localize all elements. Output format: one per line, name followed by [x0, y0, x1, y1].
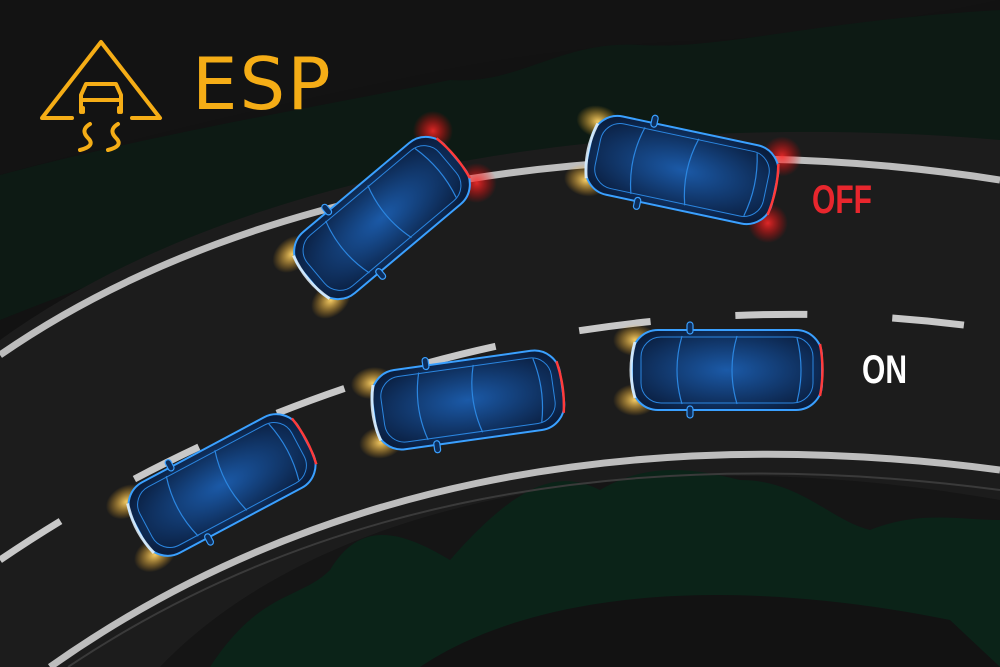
esp-title: ESP — [192, 42, 333, 126]
esp-warning-icon — [40, 40, 162, 152]
car-esp-on-3 — [611, 320, 824, 420]
esp-off-label: OFF — [812, 178, 872, 222]
esp-on-label: ON — [862, 348, 907, 392]
